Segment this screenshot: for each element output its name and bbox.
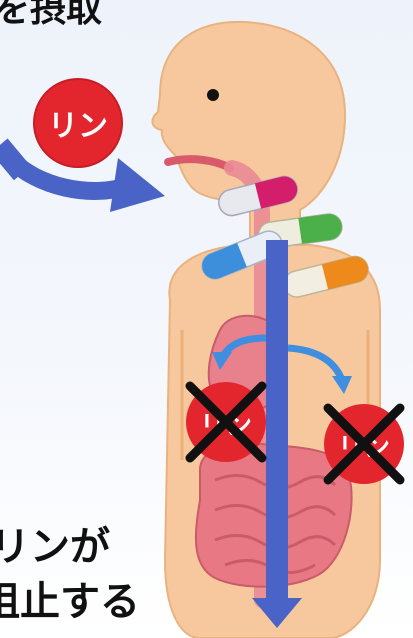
phosphorus-badge-label: リン bbox=[48, 109, 108, 144]
blocked-badge-left: リン bbox=[186, 382, 266, 462]
blocked-badge-right: リン bbox=[324, 404, 404, 484]
phosphorus-badge: リン bbox=[34, 79, 122, 167]
caption-bottom-line1: リンが bbox=[0, 527, 110, 567]
eye bbox=[207, 89, 219, 101]
caption-bottom-line2: 阻止する bbox=[0, 582, 140, 622]
caption-top: を摂取 bbox=[0, 0, 102, 28]
